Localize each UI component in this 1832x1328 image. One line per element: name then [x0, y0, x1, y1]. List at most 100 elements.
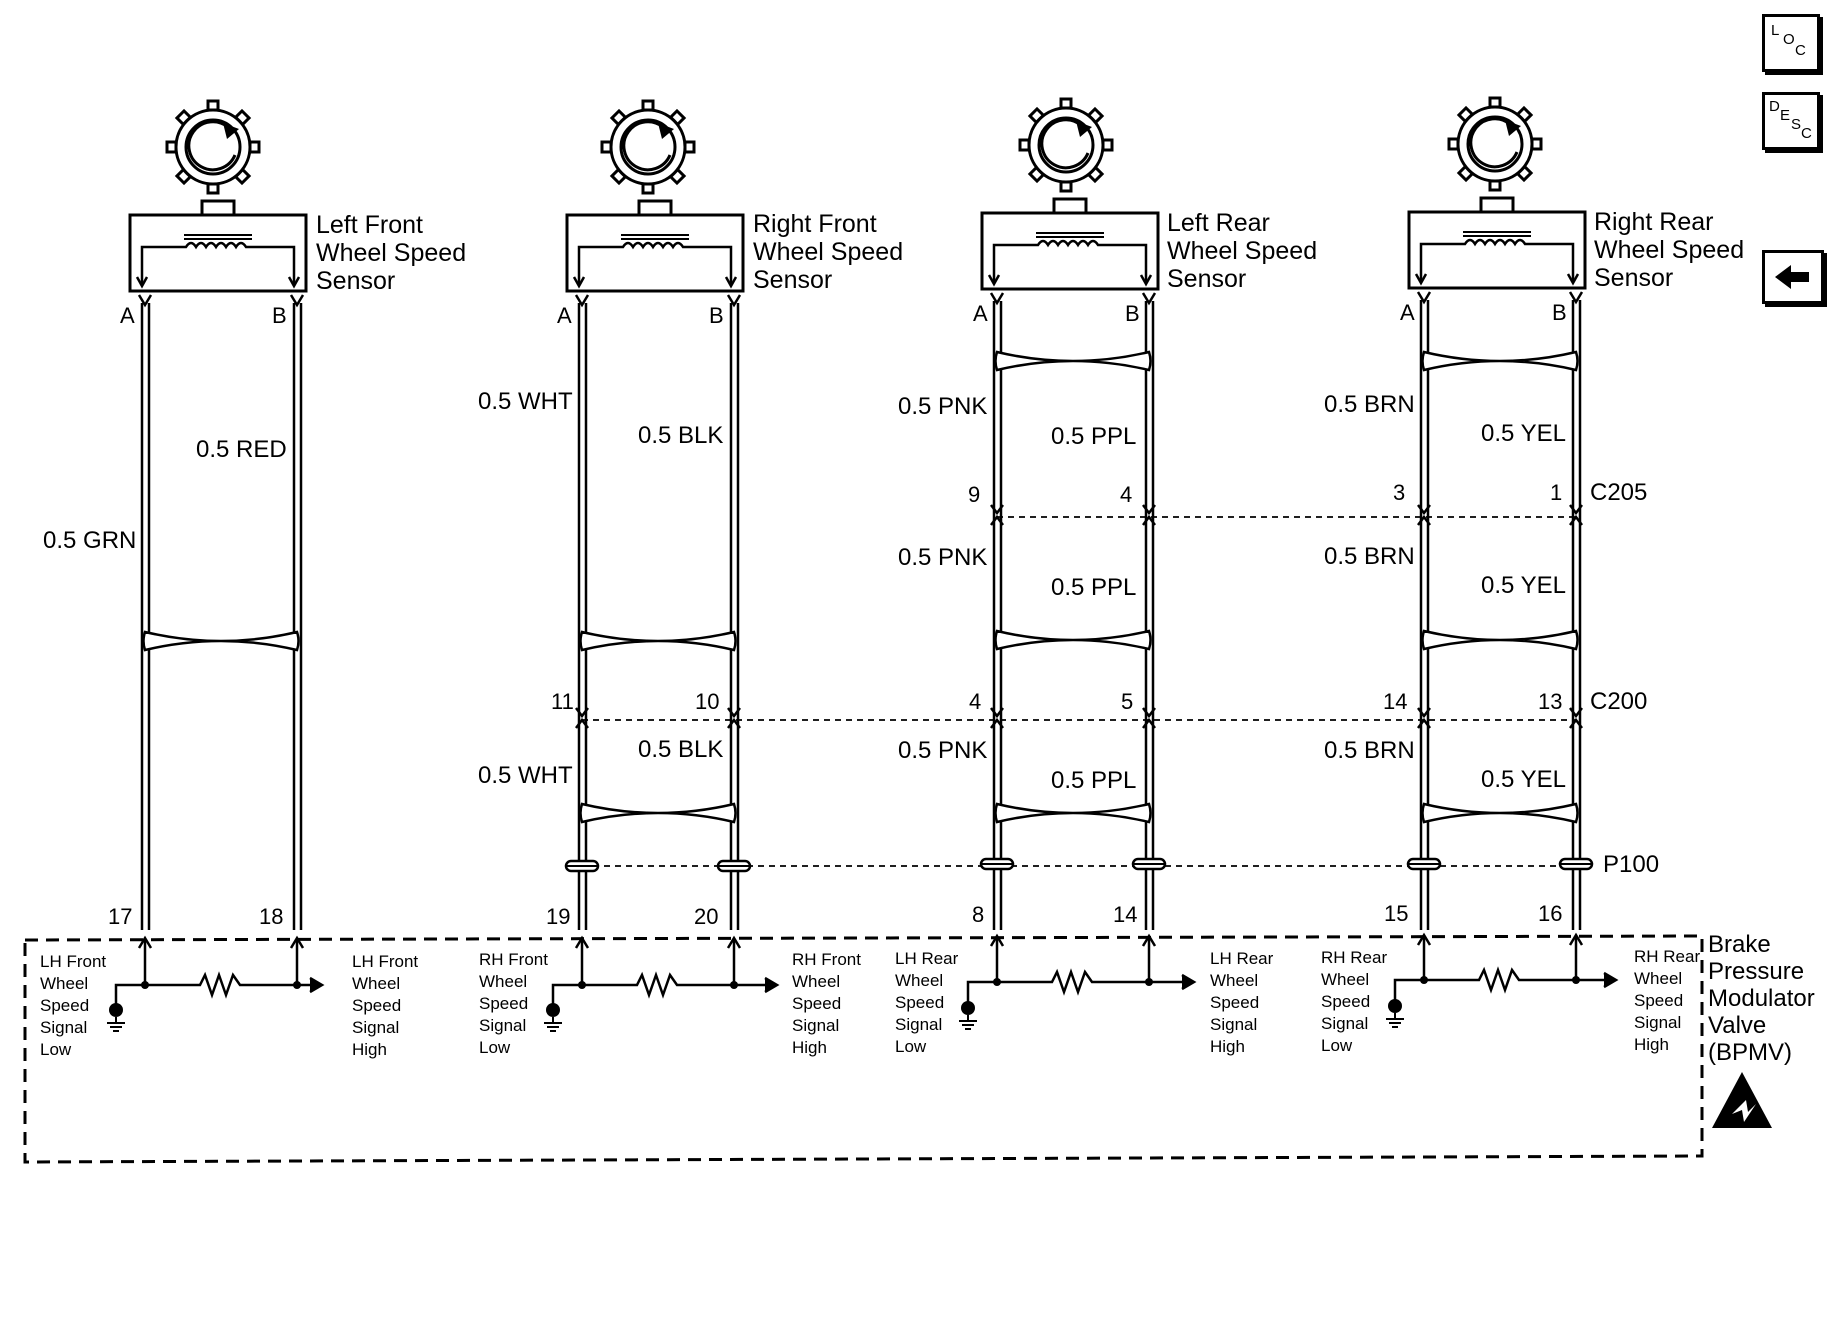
c200-pin: 14: [1383, 689, 1407, 714]
input-label-line: RH Rear: [1634, 947, 1700, 966]
wire-label-lr-b-3: 0.5 PPL: [1051, 767, 1136, 794]
module-pin: 8: [972, 902, 984, 927]
terminal-a-label: A: [973, 301, 988, 326]
terminal-a-label: A: [120, 303, 135, 328]
sensor-title-line: Wheel Speed: [1594, 236, 1744, 264]
input-label-line: Signal: [792, 1016, 839, 1035]
input-label-line: Signal: [352, 1018, 399, 1037]
module-pin: 19: [546, 904, 570, 929]
input-label-line: Signal: [40, 1018, 87, 1037]
input-label-line: LH Front: [40, 952, 106, 971]
module-name-line: (BPMV): [1708, 1039, 1792, 1066]
input-label-line: Wheel: [1321, 970, 1369, 989]
input-label-line: Speed: [352, 996, 401, 1015]
c200-pin: 13: [1538, 689, 1562, 714]
input-label-line: Wheel: [1634, 969, 1682, 988]
module-name-line: Brake: [1708, 931, 1771, 958]
p100-label: P100: [1603, 851, 1659, 878]
sensor-coil-icon: [980, 197, 1160, 291]
module-pin: 15: [1384, 901, 1408, 926]
terminal-b-label: B: [272, 303, 287, 328]
sensor-title-line: Sensor: [753, 266, 832, 294]
wire-color-labels: 0.5 GRN 0.5 RED 0.5 WHT 0.5 BLK 0.5 WHT …: [43, 388, 1566, 794]
location-letter: C: [1795, 42, 1806, 59]
input-label-line: Low: [1321, 1036, 1353, 1055]
ground-icon: [543, 1002, 563, 1032]
location-letter: O: [1783, 31, 1795, 48]
input-label-line: High: [352, 1040, 387, 1059]
sensor-title-line: Sensor: [1594, 264, 1673, 292]
connector-c200: 11 10 4 5 14 13 C200: [551, 688, 1647, 730]
module-pin: 17: [108, 904, 132, 929]
wire-label-lr-a-1: 0.5 PNK: [898, 393, 987, 420]
description-letter: S: [1791, 116, 1802, 133]
sensor-coil-icon: [1407, 196, 1587, 290]
right-front-sensor: Right Front Wheel Speed Sensor A B: [557, 99, 903, 328]
input-label-line: Wheel: [352, 974, 400, 993]
left-arrow-icon: [1775, 265, 1809, 289]
module-junction-dots: [141, 976, 1580, 989]
sensor-title-line: Right Front: [753, 210, 877, 238]
sensor-title-line: Wheel Speed: [316, 239, 466, 267]
wire-label-lr-b-2: 0.5 PPL: [1051, 574, 1136, 601]
location-button[interactable]: L O C: [1762, 14, 1820, 72]
wire-label-rf-a-upper: 0.5 WHT: [478, 388, 573, 415]
c205-pin: 3: [1393, 480, 1405, 505]
input-label-line: Speed: [895, 993, 944, 1012]
input-label-line: Signal: [1634, 1013, 1681, 1032]
right-rear-sensor: Right Rear Wheel Speed Sensor A B: [1400, 96, 1744, 325]
module-pin: 16: [1538, 901, 1562, 926]
sensor-coil-icon: [128, 199, 308, 293]
wire-label-rr-a-1: 0.5 BRN: [1324, 391, 1415, 418]
module-pin: 18: [259, 904, 283, 929]
sensor-title-line: Wheel Speed: [753, 238, 903, 266]
input-label-line: Speed: [479, 994, 528, 1013]
module-pin: 20: [694, 904, 718, 929]
back-button[interactable]: [1762, 250, 1824, 304]
tone-wheel-icon: [600, 99, 696, 195]
sensor-title-line: Wheel Speed: [1167, 237, 1317, 265]
input-label-line: Low: [479, 1038, 511, 1057]
module-name-line: Pressure: [1708, 958, 1804, 985]
input-label-line: RH Rear: [1321, 948, 1387, 967]
input-label-line: Low: [40, 1040, 72, 1059]
wire-label-rr-b-2: 0.5 YEL: [1481, 572, 1566, 599]
input-label-line: Speed: [1321, 992, 1370, 1011]
wire-label-lr-a-3: 0.5 PNK: [898, 737, 987, 764]
input-label-line: RH Front: [792, 950, 861, 969]
input-label-line: High: [1210, 1037, 1245, 1056]
input-label-line: LH Rear: [895, 949, 959, 968]
wire-lines: [140, 300, 1582, 930]
c200-pin: 11: [551, 689, 574, 714]
input-label-line: Signal: [895, 1015, 942, 1034]
ground-icon: [1385, 998, 1405, 1028]
input-label-line: Speed: [792, 994, 841, 1013]
module-name-line: Valve: [1708, 1012, 1766, 1039]
input-label-line: High: [1634, 1035, 1669, 1054]
left-rear-sensor: Left Rear Wheel Speed Sensor A B: [973, 97, 1317, 326]
input-label-line: Speed: [1634, 991, 1683, 1010]
description-letter: E: [1780, 107, 1791, 124]
terminal-b-label: B: [709, 303, 724, 328]
sensor-title-line: Left Rear: [1167, 209, 1270, 237]
terminal-b-label: B: [1125, 301, 1140, 326]
sensor-title-line: Sensor: [1167, 265, 1246, 293]
terminal-a-label: A: [557, 303, 572, 328]
sensor-title-line: Right Rear: [1594, 208, 1714, 236]
tone-wheel-icon: [1447, 96, 1543, 192]
input-label-line: LH Rear: [1210, 949, 1274, 968]
terminal-a-label: A: [1400, 300, 1415, 325]
input-label-line: Wheel: [1210, 971, 1258, 990]
input-label-line: Wheel: [40, 974, 88, 993]
wire-label-rr-a-3: 0.5 BRN: [1324, 737, 1415, 764]
input-label-line: LH Front: [352, 952, 418, 971]
input-label-line: Wheel: [792, 972, 840, 991]
input-label-line: RH Front: [479, 950, 548, 969]
wire-label-rf-b-upper: 0.5 BLK: [638, 422, 723, 449]
description-button[interactable]: D E S C: [1762, 92, 1820, 150]
connector-c205: 9 4 3 1 C205: [968, 479, 1647, 527]
wire-label-lr-a-2: 0.5 PNK: [898, 544, 987, 571]
input-label-line: Wheel: [895, 971, 943, 990]
c200-pin: 5: [1121, 689, 1133, 714]
